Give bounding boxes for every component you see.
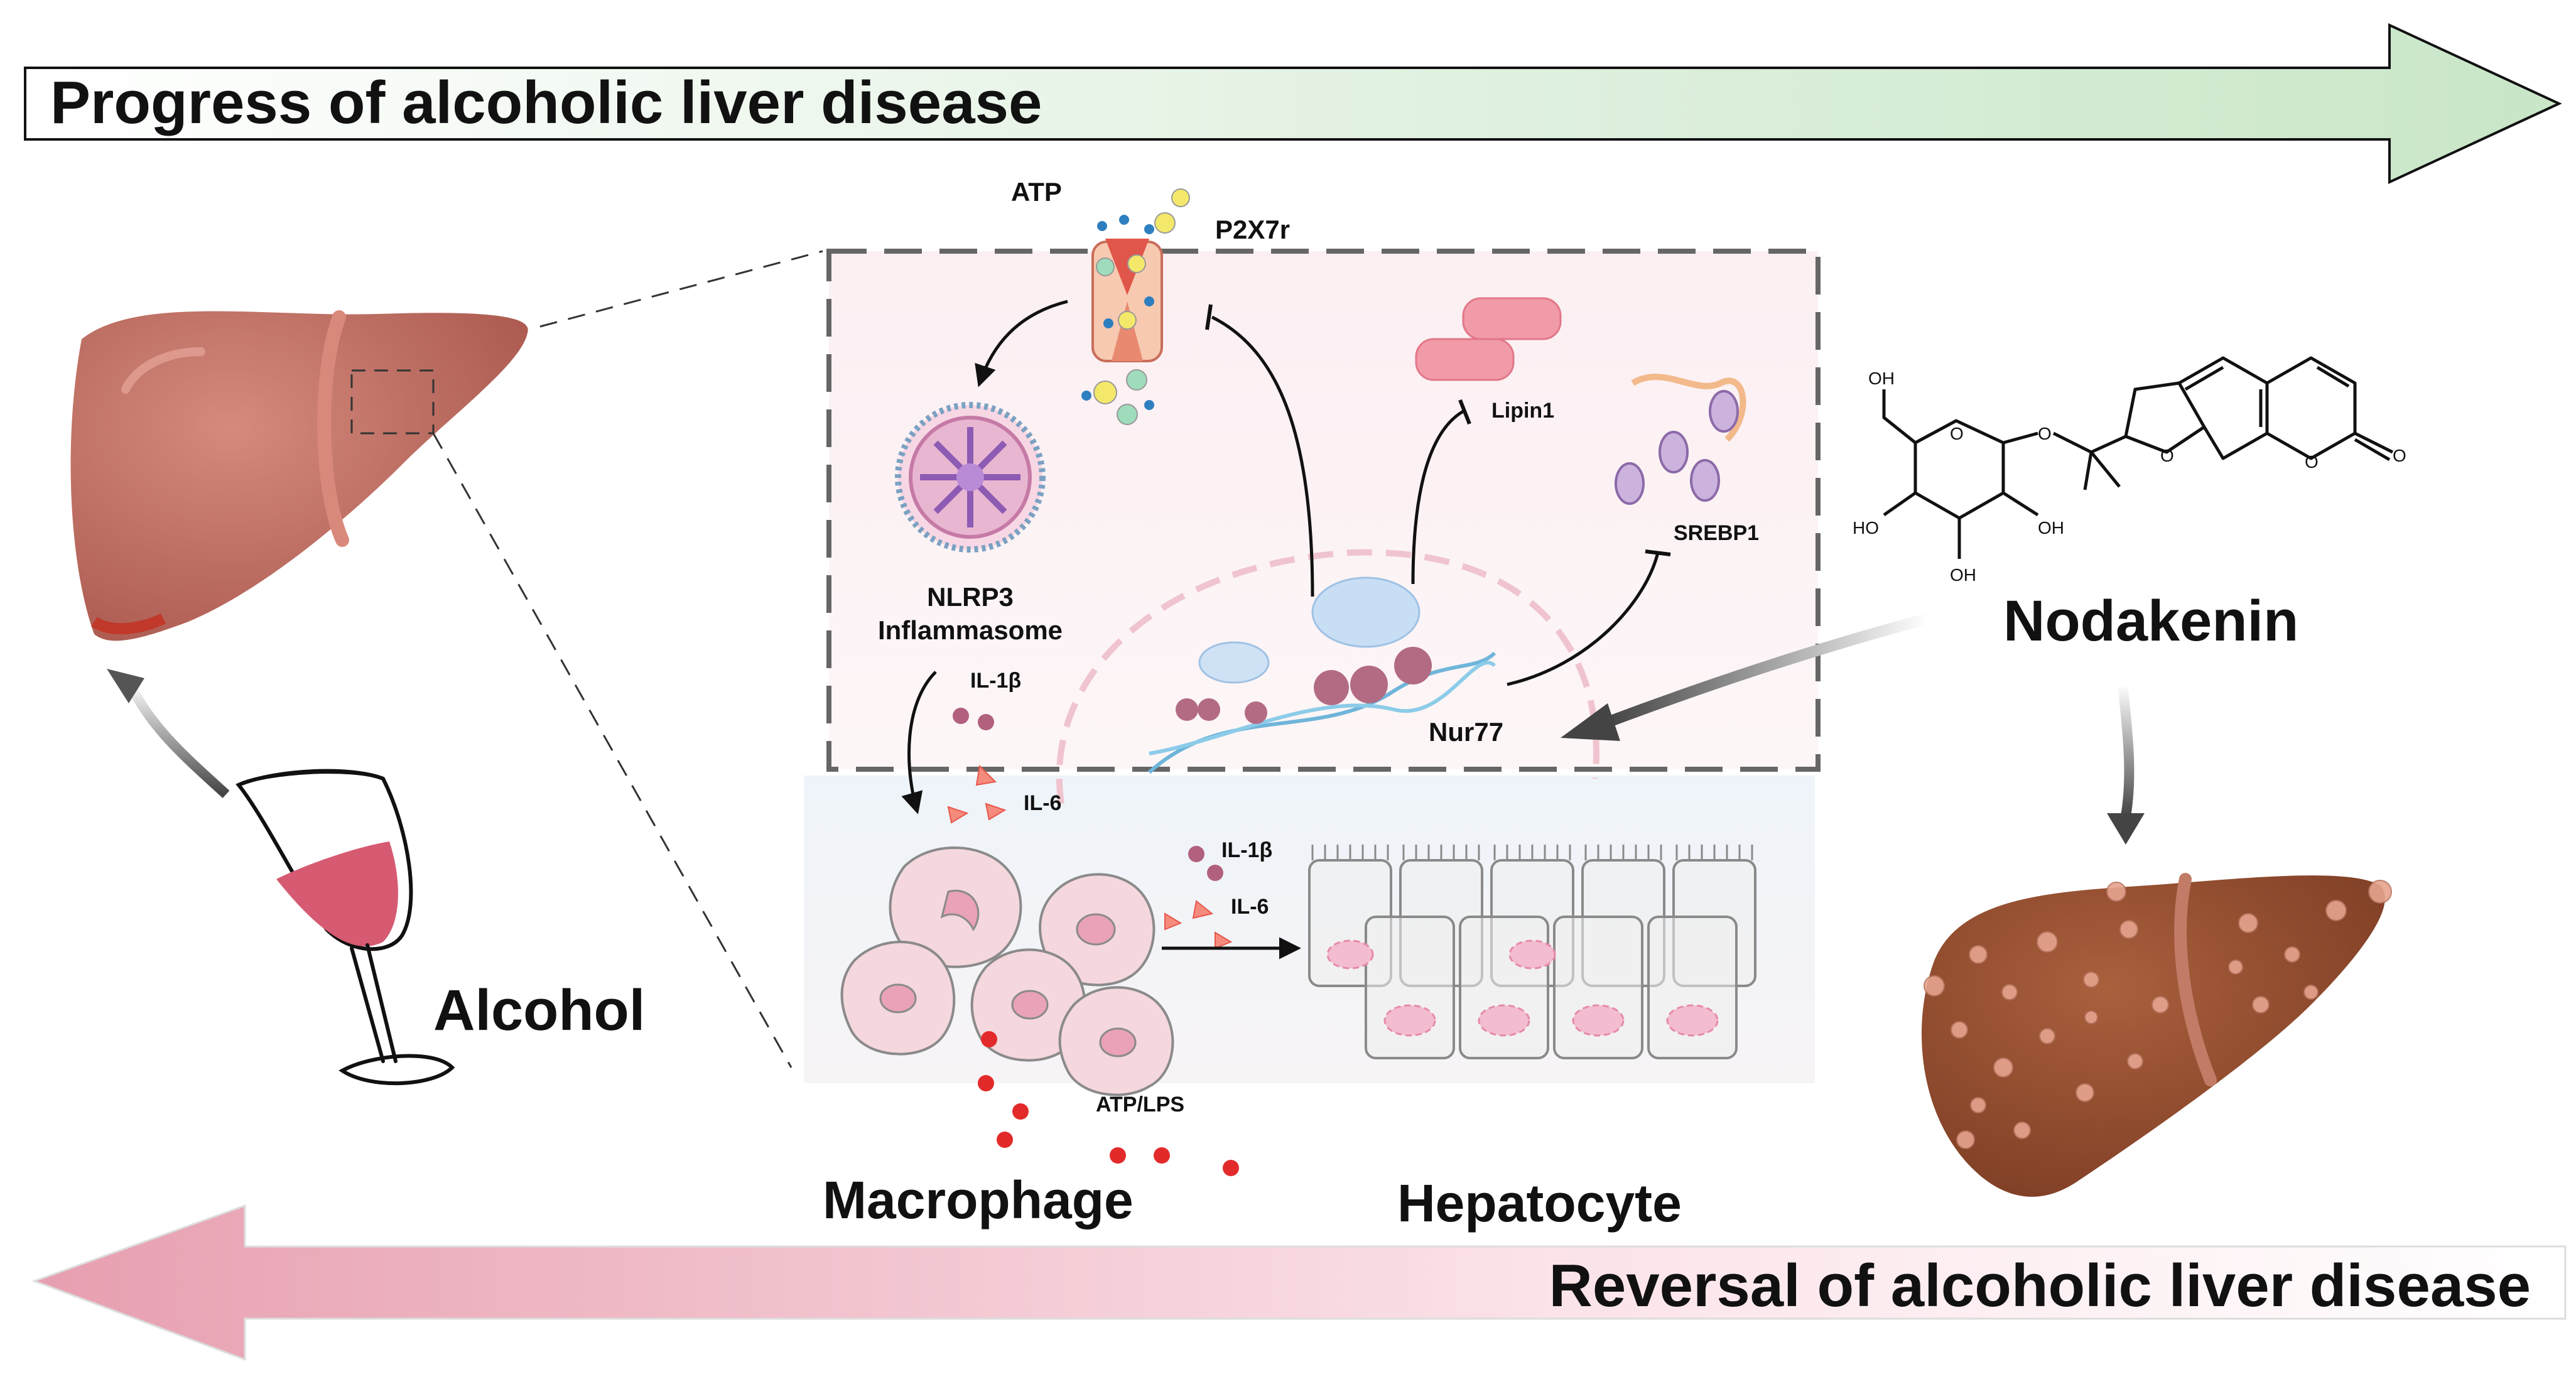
p2x7r-channel-icon — [1091, 188, 1190, 362]
atp-label: ATP — [1011, 177, 1062, 207]
svg-text:O: O — [2160, 446, 2174, 465]
svg-text:O: O — [2038, 424, 2052, 443]
macrophage-cluster-icon — [840, 846, 1174, 1096]
svg-text:HO: HO — [1853, 518, 1879, 538]
nodakenin-to-nur77-arrow — [1561, 613, 1930, 741]
nlrp3-to-macrophage-arrow — [901, 671, 937, 814]
nodakenin-atom-labels: OH HO OH OH O O O O O — [1853, 369, 2406, 585]
progress-arrow: Progress of alcoholic liver disease — [24, 23, 2562, 185]
healthy-liver — [70, 310, 528, 641]
alcohol-to-liver-arrow — [107, 669, 230, 798]
svg-text:OH: OH — [2038, 518, 2064, 538]
il6-top-triangles — [947, 764, 1007, 824]
nur77-inhibits-lipin1 — [1411, 409, 1464, 585]
svg-text:O: O — [1950, 424, 1964, 443]
il6-mid-triangles — [1164, 900, 1233, 949]
channel-to-nlrp3-arrow — [975, 300, 1068, 387]
nur77-inhibits-p2x7r — [1211, 315, 1314, 597]
macrophage-label: Macrophage — [823, 1170, 1134, 1230]
nur77-label: Nur77 — [1429, 717, 1503, 747]
nucleus-outline — [1056, 549, 1599, 804]
il6-mid-label: IL-6 — [1231, 895, 1269, 919]
il1b-mid-dots — [1188, 846, 1223, 881]
srebp1-label: SREBP1 — [1674, 521, 1759, 545]
nlrp3-label-line1: NLRP3 — [927, 582, 1014, 612]
wine-glass-icon — [235, 769, 455, 1086]
il6-top-label: IL-6 — [1024, 791, 1061, 815]
atp-lps-dots — [978, 1031, 1239, 1176]
svg-text:OH: OH — [1868, 369, 1895, 388]
zoom-lines — [432, 250, 823, 1068]
nur77-inhibits-srebp1 — [1507, 552, 1660, 686]
svg-text:OH: OH — [1950, 565, 1976, 585]
atp-lps-label: ATP/LPS — [1096, 1093, 1184, 1116]
alcohol-label: Alcohol — [433, 978, 645, 1042]
il1b-top-dots — [953, 708, 994, 730]
svg-text:O: O — [2393, 446, 2406, 465]
il1b-mid-label: IL-1β — [1221, 838, 1272, 862]
hepatocyte-label: Hepatocyte — [1397, 1174, 1682, 1233]
nodakenin-label: Nodakenin — [2003, 589, 2298, 653]
il1b-top-label: IL-1β — [970, 669, 1021, 693]
svg-text:O: O — [2305, 452, 2319, 472]
hepatocyte-tissue-icon — [1308, 845, 1756, 1059]
nlrp3-label-line2: Inflammasome — [878, 615, 1063, 645]
diseased-liver — [1922, 873, 2392, 1197]
nodakenin-to-liver-arrow — [2107, 684, 2145, 845]
nodakenin-structure-icon — [1882, 356, 2394, 559]
p2x7r-label: P2X7r — [1215, 215, 1290, 244]
progress-label: Progress of alcoholic liver disease — [50, 69, 1042, 136]
srebp1-protein-icon — [1615, 374, 1746, 505]
reversal-arrow: Reversal of alcoholic liver disease — [31, 1204, 2567, 1361]
dna-helix-icon — [1147, 651, 1496, 774]
lipin1-protein-icon — [1415, 297, 1562, 381]
nur77-complex-icon — [1176, 576, 1432, 724]
reversal-label: Reversal of alcoholic liver disease — [1549, 1252, 2531, 1319]
nlrp3-inflammasome-icon — [895, 402, 1046, 553]
lipin1-label: Lipin1 — [1491, 399, 1554, 423]
released-atp-dots — [1081, 369, 1154, 425]
